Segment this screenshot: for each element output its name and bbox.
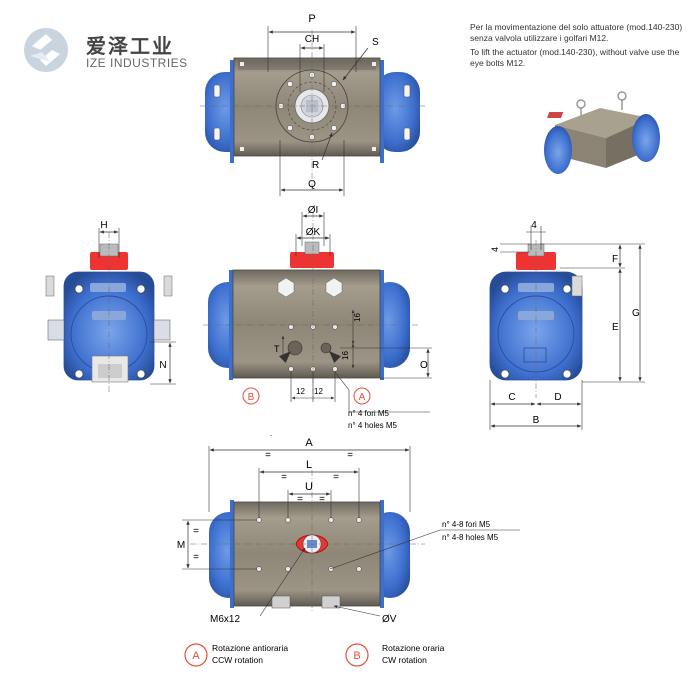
dim-c-label: C <box>508 392 515 403</box>
dim-m-label: M <box>177 540 185 551</box>
dim-s-label: S <box>372 37 379 48</box>
brand-name-en: IZE INDUSTRIES <box>86 56 188 70</box>
front-view <box>203 212 432 413</box>
top-view <box>200 26 425 196</box>
legend-b-letter: B <box>353 650 360 662</box>
dim-e-label: E <box>612 322 619 333</box>
dim-u-eq-left: = <box>297 494 303 505</box>
dim-16a-label: 16 <box>353 313 362 322</box>
dim-m6x12-label: M6x12 <box>210 614 240 625</box>
dim-l-eq-left: = <box>281 472 287 483</box>
callout-holes-en: n° 4 holes M5 <box>348 421 398 430</box>
legend-b-it: Rotazione oraria <box>382 643 445 653</box>
lift-note-english: To lift the actuator (mod.140-230), with… <box>470 47 680 68</box>
lift-note-italian: Per la movimentazione del solo attuatore… <box>470 22 683 43</box>
brand-logo: 爱泽工业 IZE INDUSTRIES <box>22 26 202 76</box>
dim-m-eq-bottom: = <box>193 552 199 563</box>
dim-q-label: Q <box>308 179 316 190</box>
legend-b-en: CW rotation <box>382 655 427 665</box>
legend-a-circle <box>184 643 208 667</box>
callout-holes2-it: n° 4-8 fori M5 <box>442 520 491 529</box>
dim-g-label: G <box>632 308 640 319</box>
dim-n-label: N <box>159 360 166 371</box>
dim-h-label: H <box>100 220 107 231</box>
dim-b-label: B <box>533 415 540 426</box>
dim-4-label: 4 <box>531 220 537 231</box>
dim-4v-label: 4 <box>490 247 500 252</box>
dim-a-eq-left: = <box>265 450 271 461</box>
dim-d-label: D <box>554 392 561 403</box>
dim-u-label: U <box>305 481 313 493</box>
bottom-view <box>182 446 520 617</box>
dim-i-label: ØI <box>308 205 319 216</box>
callout-holes2-en: n° 4-8 holes M5 <box>442 533 499 542</box>
dim-a-label: A <box>305 437 313 449</box>
dim-f-label: F <box>612 254 618 265</box>
dim-p-label: P <box>308 13 315 25</box>
dim-m-eq-top: = <box>193 526 199 537</box>
dim-o-label: O <box>420 360 428 371</box>
dim-l-eq-right: = <box>333 472 339 483</box>
actuator-photo <box>544 91 660 174</box>
marker-a-letter: A <box>359 392 366 403</box>
legend-a-it: Rotazione antioraria <box>212 643 288 653</box>
dim-t-label: T <box>274 344 280 354</box>
right-side-view <box>489 226 645 430</box>
marker-b-letter: B <box>248 392 255 403</box>
legend-a-letter: A <box>192 650 200 662</box>
logo-mark-icon <box>24 28 68 72</box>
dim-16b-label: 16 <box>341 351 350 360</box>
dim-12b-label: 12 <box>314 387 323 396</box>
left-side-view <box>45 228 176 392</box>
bottom-view-mark: . <box>270 429 272 438</box>
legend-a-en: CCW rotation <box>212 655 263 665</box>
rotation-legend <box>184 643 369 667</box>
brand-name-cn: 爱泽工业 <box>86 36 174 58</box>
callout-holes-it: n° 4 fori M5 <box>348 409 390 418</box>
marker-a-circle <box>353 387 371 405</box>
dim-u-eq-right: = <box>319 494 325 505</box>
dim-ch-label: CH <box>305 34 319 45</box>
dim-l-label: L <box>306 459 312 471</box>
dim-k-label: ØK <box>306 227 321 238</box>
dim-r-label: R <box>312 160 319 171</box>
dim-a-eq-right: = <box>347 450 353 461</box>
legend-b-circle <box>345 643 369 667</box>
dim-12a-label: 12 <box>296 387 305 396</box>
marker-b-circle <box>242 387 260 405</box>
dim-v-label: ØV <box>382 614 397 625</box>
